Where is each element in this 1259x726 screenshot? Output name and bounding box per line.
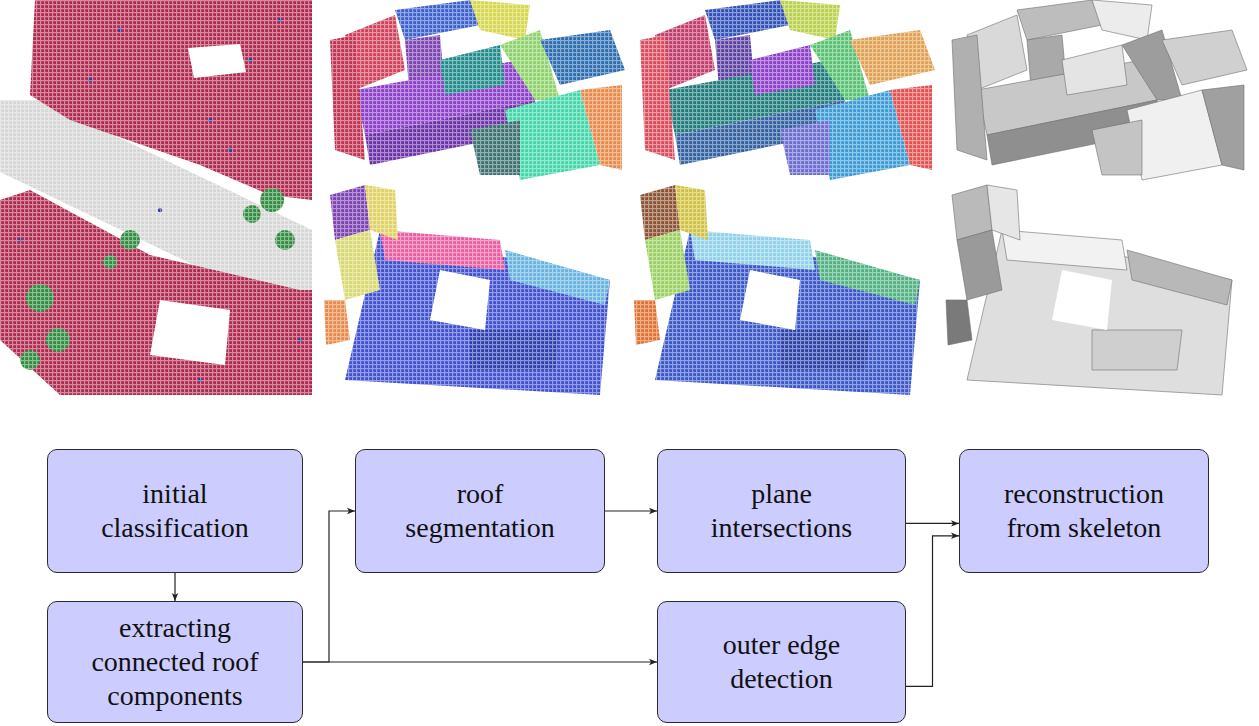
flow-arrow	[906, 536, 959, 687]
roof-segment	[1052, 270, 1112, 330]
roof-segment	[1062, 45, 1127, 95]
flow-arrow	[906, 523, 959, 524]
process-box: plane intersections	[657, 449, 906, 573]
roof-segment	[1002, 230, 1127, 270]
roof-segment	[967, 230, 1232, 395]
process-box: roof segmentation	[355, 449, 605, 573]
roof-segment	[957, 230, 1002, 300]
box-label: reconstruction from skeleton	[990, 477, 1178, 545]
roof-segment	[1092, 0, 1152, 40]
box-content: reconstruction from skeleton	[990, 477, 1178, 545]
point-texture	[0, 0, 940, 400]
process-box: initial classification	[47, 449, 303, 573]
roof-segment	[1092, 120, 1142, 175]
roof-segment	[1017, 0, 1102, 40]
box-content: initial classification	[78, 477, 272, 545]
process-box: extracting connected roof components	[47, 601, 303, 723]
box-content: plane intersections	[688, 477, 875, 545]
roof-segment	[1092, 330, 1182, 370]
process-box: reconstruction from skeleton	[959, 449, 1209, 573]
box-content: outer edge detection	[688, 628, 875, 696]
roof-segment	[1162, 30, 1247, 85]
flow-arrow	[605, 510, 657, 511]
box-label: initial classification	[78, 477, 272, 545]
box-label: plane intersections	[688, 477, 875, 545]
flow-arrow	[303, 661, 657, 662]
flow-arrow	[303, 511, 355, 662]
box-label: roof segmentation	[386, 477, 574, 545]
box-label: outer edge detection	[688, 628, 875, 696]
box-content: roof segmentation	[386, 477, 574, 545]
box-label: extracting connected roof components	[78, 611, 272, 713]
box-content: extracting connected roof components	[78, 611, 272, 713]
roof-segment	[1127, 250, 1232, 305]
point-cloud-illustration	[0, 0, 1259, 400]
roof-segment	[952, 35, 987, 160]
roof-segment	[1202, 85, 1244, 170]
flow-arrow	[174, 573, 175, 601]
roof-segment	[946, 300, 972, 345]
process-box: outer edge detection	[657, 601, 906, 723]
